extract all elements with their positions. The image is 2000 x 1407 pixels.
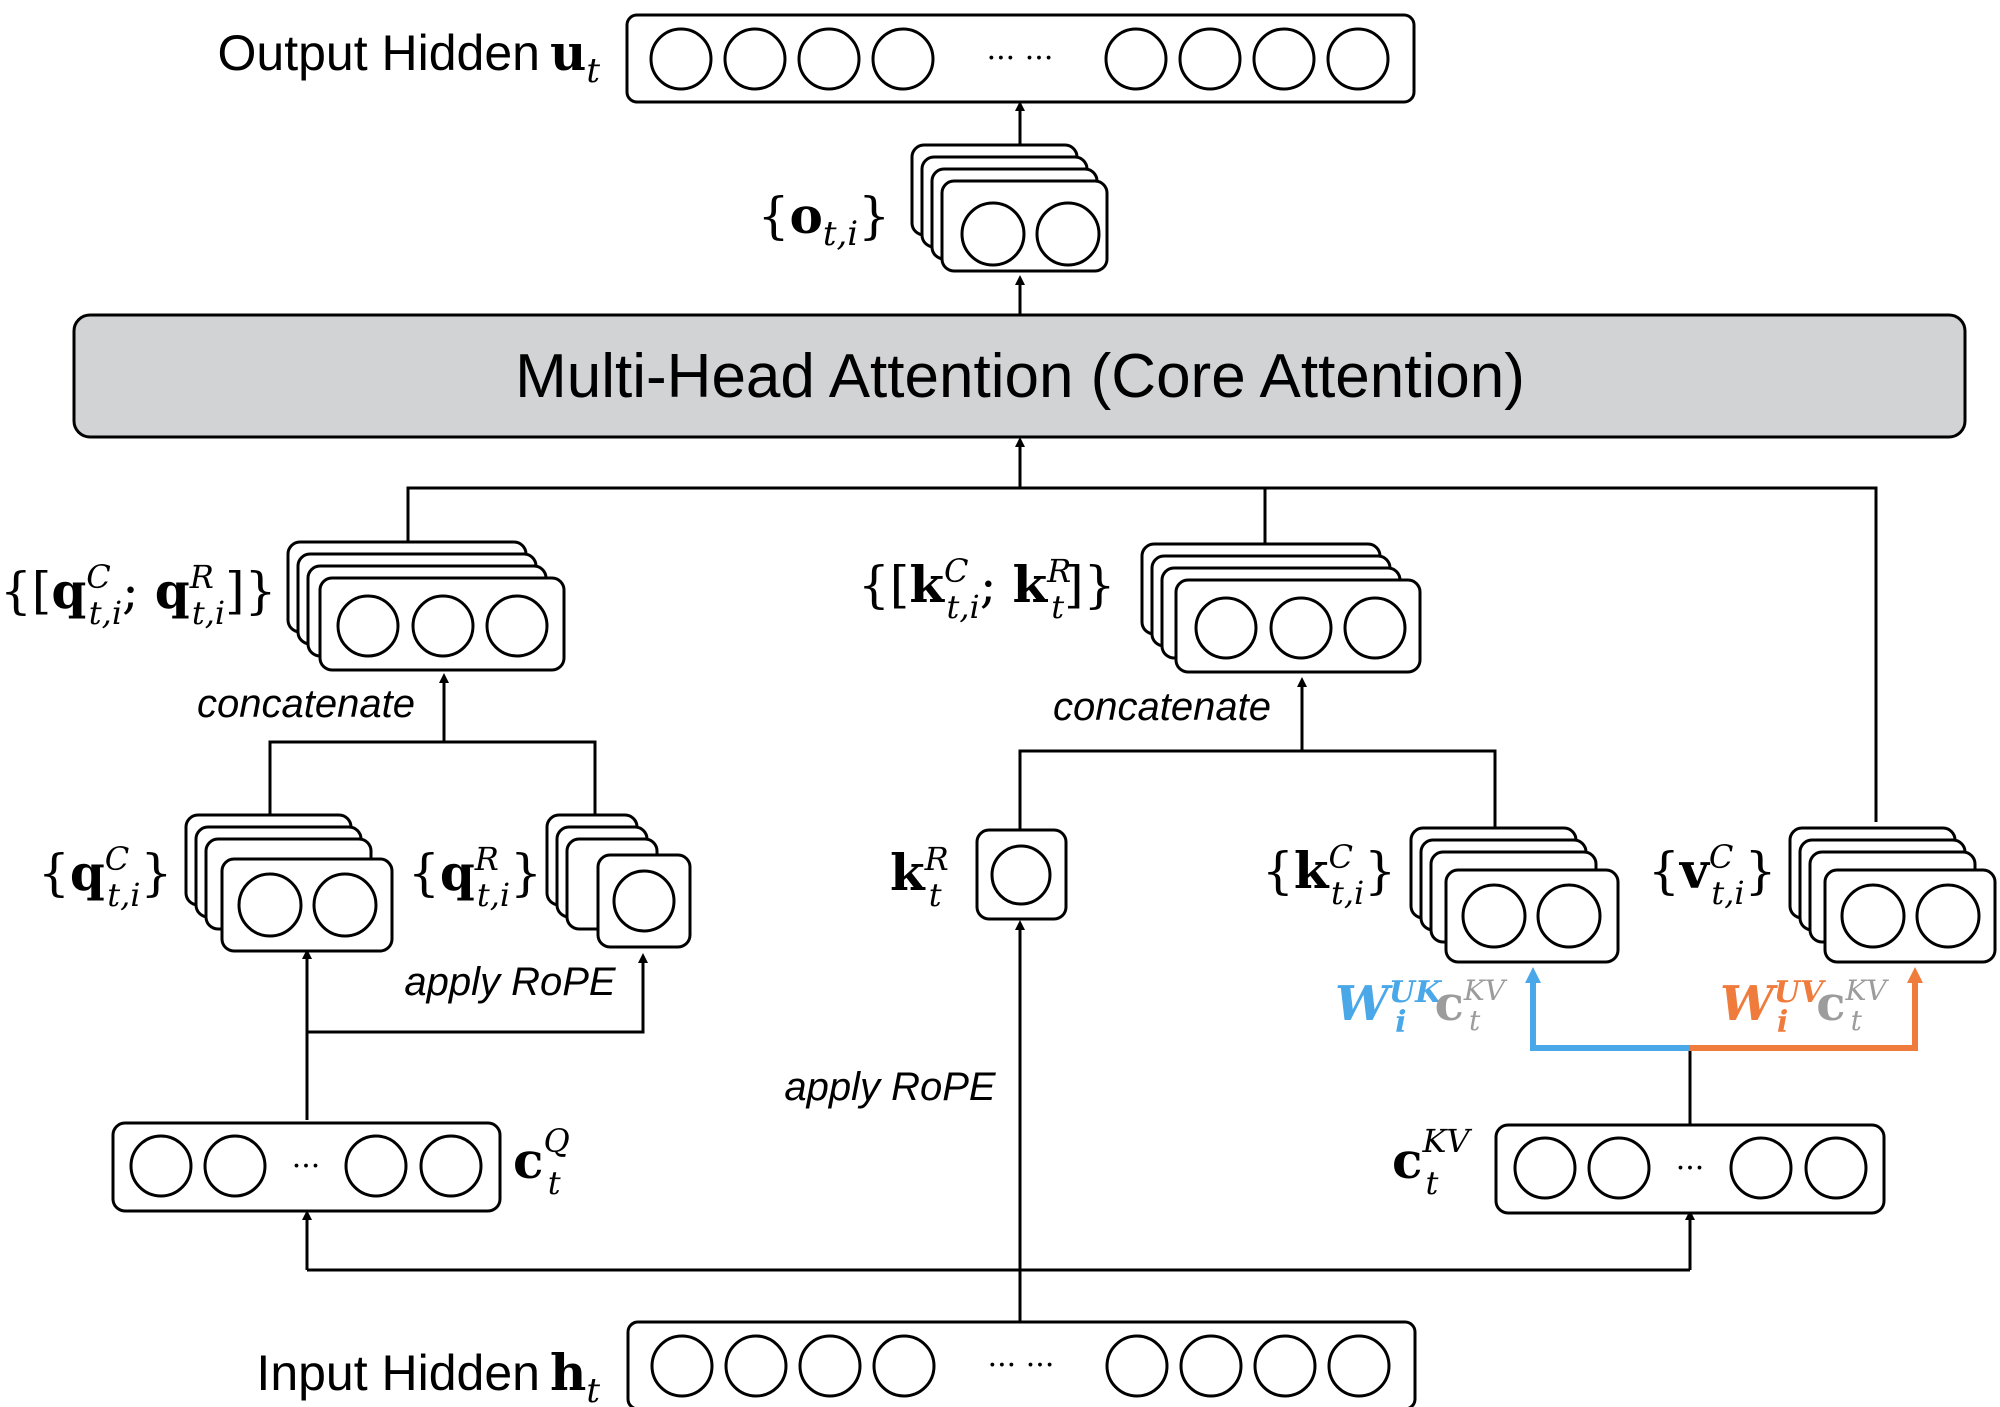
- edge-ckv-to-vc: [1690, 967, 1923, 1051]
- node: [724, 1334, 788, 1398]
- input-hidden-dots: ··· ···: [988, 1348, 1055, 1383]
- node: [1729, 1136, 1793, 1200]
- node: [129, 1134, 193, 1198]
- node: [649, 27, 713, 91]
- node: [1178, 27, 1242, 91]
- node: [1035, 201, 1101, 267]
- node: [1105, 1334, 1169, 1398]
- core-attention-box: [72, 313, 1967, 439]
- node: [1343, 596, 1407, 660]
- edge-kr-kc-join: [1018, 749, 1497, 830]
- node: [1513, 1136, 1577, 1200]
- node: [1536, 883, 1602, 949]
- node: [203, 1134, 267, 1198]
- node: [1326, 27, 1390, 91]
- node: [1804, 1136, 1868, 1200]
- node: [344, 1134, 408, 1198]
- node: [650, 1334, 714, 1398]
- node: [1269, 596, 1333, 660]
- output-hidden-nodes: [649, 27, 1390, 91]
- node: [871, 27, 935, 91]
- concatenate-q-label: concatenate: [197, 682, 415, 726]
- edge-cq-to-qr: [307, 953, 648, 1034]
- node: [485, 594, 549, 658]
- edge-ckv-to-kc: [1525, 967, 1693, 1051]
- concatenate-k-label: concatenate: [1053, 685, 1271, 729]
- node: [1461, 883, 1527, 949]
- node: [798, 1334, 862, 1398]
- node: [1587, 1136, 1651, 1200]
- node: [336, 594, 400, 658]
- node: [1252, 27, 1316, 91]
- node: [1840, 883, 1906, 949]
- c-kv-box: [1494, 1123, 1886, 1215]
- node: [419, 1134, 483, 1198]
- node: [312, 872, 378, 938]
- o-heads-stack: {ot,i}: [758, 143, 1109, 273]
- o-heads-label: {ot,i}: [758, 186, 890, 254]
- edge-qc-qr-join: [268, 740, 597, 815]
- node: [960, 201, 1026, 267]
- apply-rope-q-label: apply RoPE: [404, 960, 617, 1004]
- node: [1179, 1334, 1243, 1398]
- node: [1104, 27, 1168, 91]
- node: [1253, 1334, 1317, 1398]
- node: [612, 869, 676, 933]
- node: [990, 844, 1052, 906]
- node: [1915, 883, 1981, 949]
- node: [411, 594, 475, 658]
- output-hidden-dots: ··· ···: [987, 41, 1054, 76]
- node: [797, 27, 861, 91]
- core-attention: Multi-Head Attention (Core Attention): [72, 313, 1967, 439]
- node: [723, 27, 787, 91]
- apply-rope-k-label: apply RoPE: [784, 1065, 997, 1109]
- node: [1327, 1334, 1391, 1398]
- c-q-dots: ···: [292, 1149, 321, 1184]
- node: [872, 1334, 936, 1398]
- c-kv-dots: ···: [1676, 1151, 1705, 1186]
- node: [237, 872, 303, 938]
- c-q-box: [111, 1121, 502, 1213]
- edge-bus: [406, 486, 1878, 822]
- node: [1194, 596, 1258, 660]
- edges: [268, 101, 1923, 1322]
- core-attention-label: Multi-Head Attention (Core Attention): [515, 342, 1525, 411]
